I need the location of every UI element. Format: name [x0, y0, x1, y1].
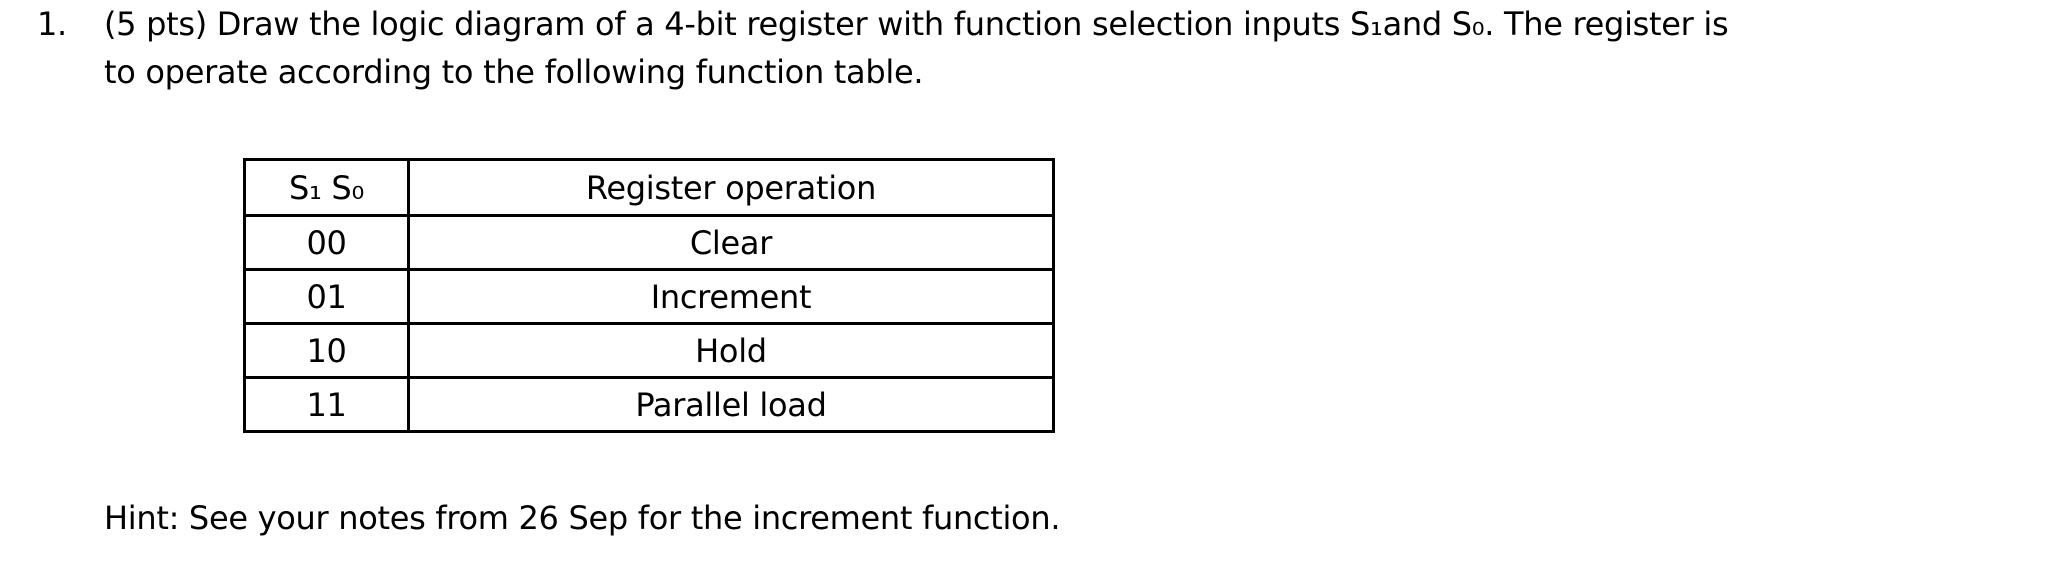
table-row: 10 Hold [243, 322, 1055, 379]
question-line-2: to operate according to the following fu… [104, 53, 924, 91]
select-code-cell: 11 [243, 376, 410, 433]
column-header-register-operation: Register operation [407, 158, 1055, 217]
hint-text: Hint: See your notes from 26 Sep for the… [104, 499, 1061, 537]
table-row: 00 Clear [243, 214, 1055, 271]
table-row: 01 Increment [243, 268, 1055, 325]
operation-cell: Clear [407, 214, 1055, 271]
operation-cell: Hold [407, 322, 1055, 379]
table-row: 11 Parallel load [243, 376, 1055, 433]
select-code-cell: 01 [243, 268, 410, 325]
question-text: (5 pts) Draw the logic diagram of a 4-bi… [104, 0, 1729, 96]
question-line-1: (5 pts) Draw the logic diagram of a 4-bi… [104, 5, 1729, 43]
operation-cell: Increment [407, 268, 1055, 325]
function-table: S₁ S₀ Register operation 00 Clear 01 Inc… [243, 158, 1055, 433]
table-header-row: S₁ S₀ Register operation [243, 158, 1055, 217]
select-code-cell: 00 [243, 214, 410, 271]
question-number: 1. [37, 5, 67, 43]
column-header-select-inputs: S₁ S₀ [243, 158, 410, 217]
select-code-cell: 10 [243, 322, 410, 379]
operation-cell: Parallel load [407, 376, 1055, 433]
